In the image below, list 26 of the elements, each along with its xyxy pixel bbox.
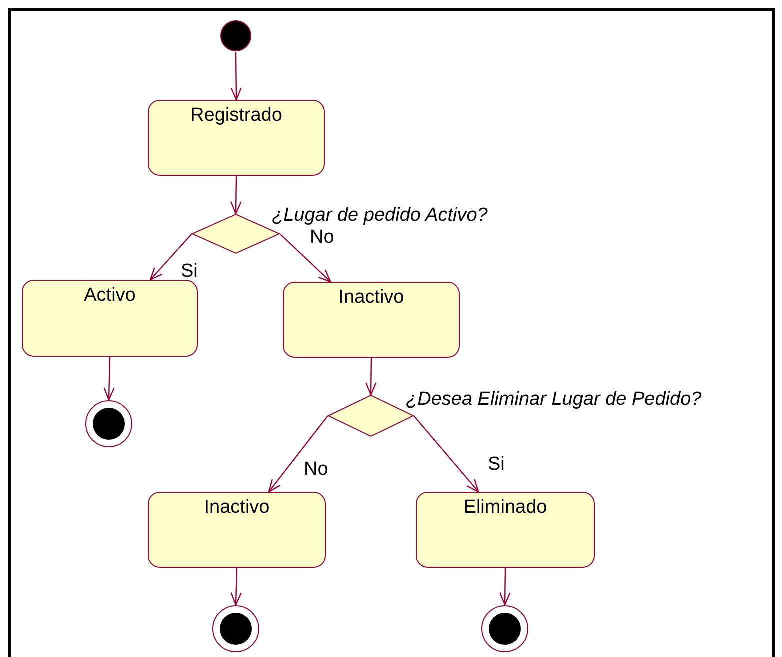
final-state-node [85, 400, 133, 448]
state-name: Eliminado [464, 497, 548, 519]
state-name: Activo [84, 285, 136, 307]
transition-arrow [230, 568, 242, 606]
transition-arrow [230, 176, 242, 215]
state-box [148, 492, 326, 568]
initial-state-node [220, 20, 252, 52]
transition-arrow [366, 358, 377, 396]
state-box [22, 280, 198, 357]
transition-arrow [280, 234, 332, 283]
guard-question: ¿Lugar de pedido Activo? [272, 205, 488, 227]
state-name: Inactivo [338, 287, 404, 309]
transition-arrow [500, 568, 511, 606]
state-name: Inactivo [204, 497, 270, 519]
state-name: Registrado [190, 105, 282, 127]
state-box [148, 100, 325, 176]
guard-question: ¿Desea Eliminar Lugar de Pedido? [406, 389, 702, 411]
state-box [283, 282, 460, 358]
transition-arrow [230, 52, 242, 101]
final-state-node [212, 605, 260, 653]
transition-arrow [104, 356, 115, 401]
transition-arrow [268, 416, 328, 493]
state-box [416, 492, 595, 568]
final-state-node [481, 605, 529, 653]
transition-arrow [414, 416, 480, 493]
transition-arrow [150, 234, 192, 281]
